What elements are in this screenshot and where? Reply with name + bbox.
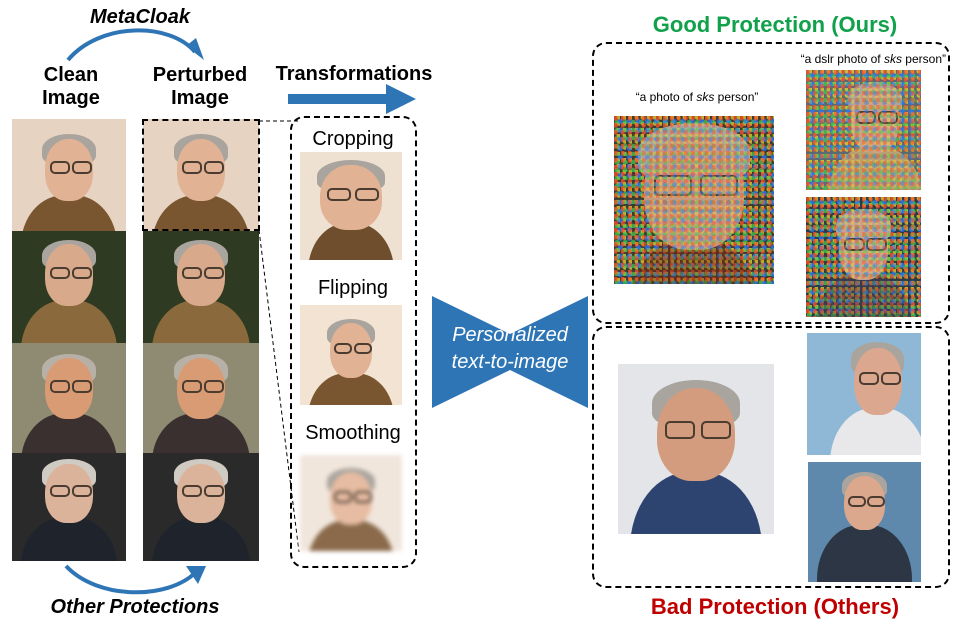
perturbed-image-4 — [143, 453, 259, 561]
transform-arrow — [288, 84, 416, 114]
protected-output-top — [806, 70, 921, 190]
transform-flipping-label: Flipping — [317, 277, 389, 299]
bad-protection-box — [592, 326, 950, 588]
prompt-dslr: “a dslr photo of sks person” — [762, 52, 946, 66]
transformations-header: Transformations — [275, 63, 433, 85]
unprotected-output-large — [618, 364, 774, 534]
prompt-dslr-pre: “a dslr photo of — [800, 52, 884, 66]
protected-output-bottom — [806, 197, 921, 317]
prompt-photo-token: sks — [696, 90, 715, 104]
transformations-box — [290, 116, 417, 568]
selected-perturbed-outline — [142, 119, 260, 231]
perturbed-image-1 — [143, 119, 259, 231]
perturbed-image-3 — [143, 343, 259, 453]
smoothed-image — [300, 455, 402, 551]
prompt-dslr-post: person” — [901, 52, 946, 66]
clean-image-3 — [12, 343, 126, 453]
clean-image-4 — [12, 453, 126, 561]
prompt-photo: “a photo of sks person” — [612, 90, 782, 104]
cropped-image — [300, 152, 402, 260]
clean-image-header: Clean Image — [42, 64, 100, 109]
unprotected-output-bottom — [808, 462, 921, 582]
model-label: Personalized text-to-image — [451, 324, 569, 373]
good-protection-title: Good Protection (Ours) — [652, 12, 898, 37]
prompt-dslr-token: sks — [883, 52, 902, 66]
method-name: MetaCloak — [89, 6, 191, 28]
model-shape — [432, 296, 588, 408]
perturbed-image-2 — [143, 231, 259, 343]
bad-protection-title: Bad Protection (Others) — [650, 594, 900, 619]
prompt-photo-post: person” — [714, 90, 759, 104]
prompt-photo-pre: “a photo of — [635, 90, 697, 104]
metacloak-arrow — [66, 28, 204, 62]
flipped-image — [300, 305, 402, 405]
zoom-connector-lines — [258, 120, 300, 553]
clean-image-2 — [12, 231, 126, 343]
protected-output-large — [614, 116, 774, 284]
other-protections-label: Other Protections — [50, 596, 220, 618]
good-protection-box — [592, 42, 950, 324]
transform-cropping-label: Cropping — [312, 128, 394, 150]
clean-image-1 — [12, 119, 126, 231]
transform-smoothing-label: Smoothing — [305, 422, 401, 444]
perturbed-image-header: Perturbed Image — [152, 64, 248, 109]
other-protections-arrow — [64, 564, 206, 595]
unprotected-output-top — [807, 333, 921, 455]
